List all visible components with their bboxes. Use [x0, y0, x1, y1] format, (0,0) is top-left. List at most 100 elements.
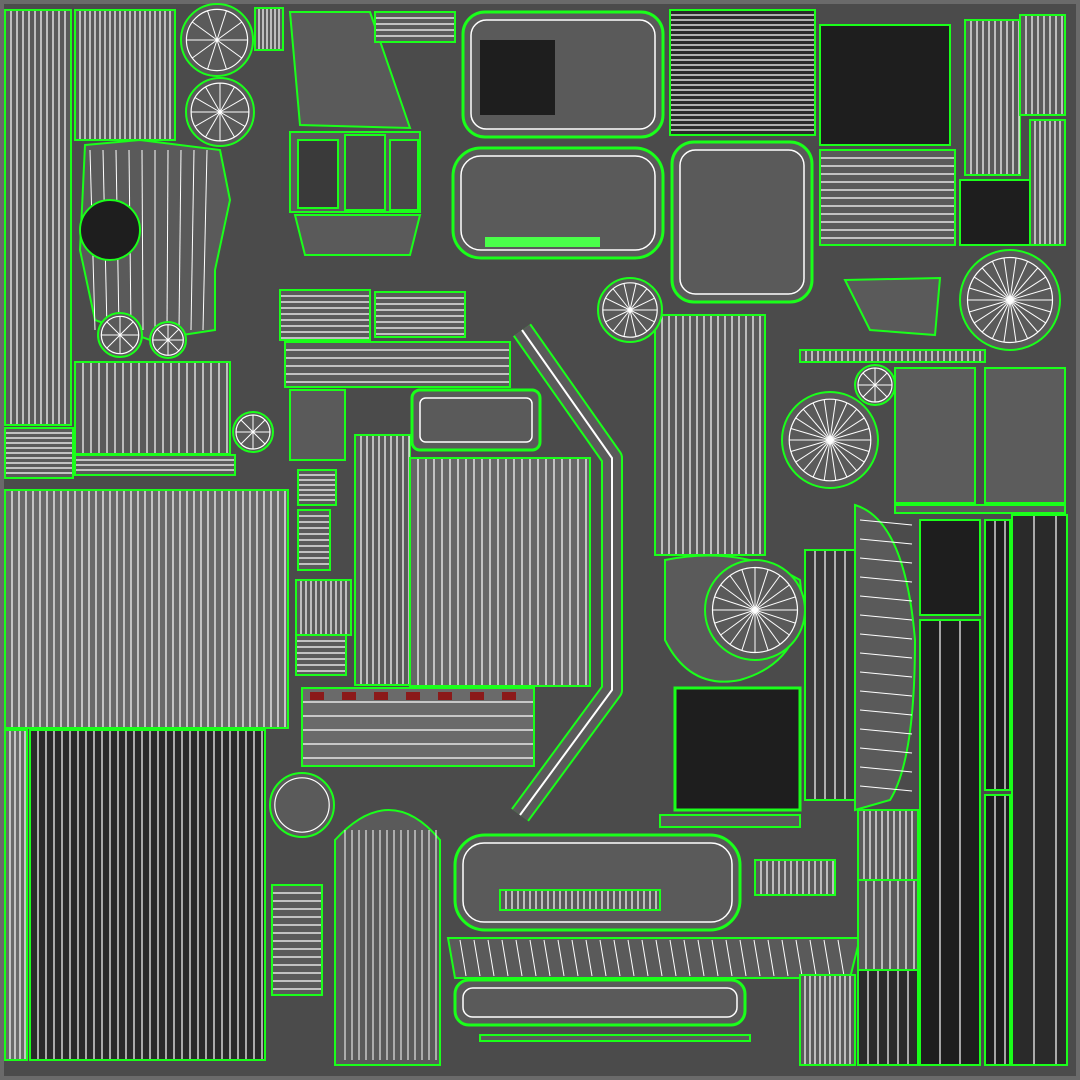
uv-edge	[697, 939, 705, 977]
uv-edge	[629, 309, 648, 332]
uv-edge	[585, 939, 593, 977]
uv-edge	[729, 575, 756, 611]
uv-edge	[754, 584, 790, 611]
uv-edge	[205, 111, 221, 138]
uv-edge	[829, 417, 865, 441]
uv-edge	[859, 690, 913, 697]
uv-edge	[119, 321, 134, 336]
uv-edge	[802, 408, 831, 441]
uv-edge	[1009, 287, 1051, 301]
uv-edge	[191, 21, 218, 41]
uv-edge	[829, 439, 865, 463]
uv-edge	[1009, 276, 1047, 301]
uv-island	[409, 457, 591, 687]
uv-edge	[207, 10, 218, 41]
uv-edge	[191, 39, 218, 59]
uv-island	[1019, 14, 1066, 116]
uv-red-mark	[502, 692, 516, 700]
uv-edge	[1009, 257, 1017, 301]
uv-edge	[274, 777, 330, 833]
uv-edge	[240, 419, 254, 433]
uv-edge	[790, 428, 831, 441]
uv-island	[446, 937, 862, 979]
uv-edge	[812, 439, 831, 478]
uv-edge	[711, 939, 719, 977]
uv-edge	[156, 339, 169, 352]
uv-edge	[216, 39, 227, 70]
uv-island	[659, 814, 801, 828]
uv-island	[984, 794, 1011, 1066]
uv-edge	[859, 709, 913, 716]
uv-island	[301, 687, 535, 767]
uv-edge	[473, 939, 481, 977]
uv-edge	[859, 557, 913, 564]
uv-circle-island	[79, 199, 141, 261]
uv-edge	[859, 633, 913, 640]
uv-edge	[1009, 267, 1039, 301]
uv-edge	[829, 399, 837, 441]
uv-edge	[973, 299, 1011, 324]
uv-rounded-island	[453, 978, 747, 1027]
uv-edge	[969, 299, 1011, 313]
uv-edge	[1009, 299, 1029, 339]
uv-edge	[859, 652, 913, 659]
uv-island	[295, 579, 352, 636]
uv-island	[843, 276, 942, 337]
uv-edge	[859, 614, 913, 621]
uv-edge	[487, 939, 495, 977]
uv-edge	[720, 609, 756, 636]
uv-island	[297, 469, 337, 506]
uv-edge	[859, 519, 913, 526]
uv-edge	[829, 439, 848, 478]
uv-edge	[655, 939, 663, 977]
uv-island	[344, 134, 386, 211]
uv-edge	[823, 399, 831, 441]
uv-island	[297, 139, 339, 209]
uv-edge	[557, 939, 565, 977]
uv-edge	[829, 439, 870, 452]
uv-edge	[1009, 299, 1017, 343]
uv-island	[254, 7, 284, 51]
uv-edge	[470, 19, 656, 130]
uv-edge	[629, 288, 648, 311]
uv-edge	[683, 939, 691, 977]
uv-edge	[837, 939, 845, 977]
uv-dark-region	[480, 40, 555, 115]
uv-edge	[519, 329, 613, 816]
uv-edge	[605, 297, 631, 311]
uv-edge	[515, 939, 523, 977]
uv-edge	[829, 402, 848, 441]
uv-island	[479, 1034, 751, 1042]
uv-edge	[754, 609, 796, 624]
uv-rounded-island	[670, 140, 814, 304]
uv-edge	[741, 569, 756, 611]
uv-edge	[969, 287, 1011, 301]
uv-edge	[859, 538, 913, 545]
uv-edge	[529, 939, 537, 977]
uv-island	[295, 634, 347, 676]
uv-edge	[859, 785, 913, 792]
uv-edge	[767, 939, 775, 977]
uv-island	[284, 341, 511, 388]
uv-edge	[795, 439, 831, 463]
uv-edge	[216, 39, 243, 59]
uv-edge	[623, 283, 631, 311]
uv-edge	[190, 149, 195, 331]
uv-edge	[205, 86, 221, 113]
uv-island	[754, 859, 836, 896]
uv-edge	[460, 155, 656, 251]
uv-edge	[194, 97, 221, 113]
uv-islands	[4, 3, 1068, 1066]
uv-edge	[167, 328, 180, 341]
uv-island	[374, 11, 456, 43]
uv-edge	[599, 939, 607, 977]
uv-edge	[207, 39, 218, 70]
uv-island	[894, 504, 1066, 514]
uv-edge	[874, 372, 888, 386]
uv-edge	[419, 397, 533, 443]
uv-red-mark	[406, 692, 420, 700]
uv-edge	[739, 939, 747, 977]
uv-island	[4, 729, 28, 1061]
uv-edge	[501, 939, 509, 977]
uv-edge	[106, 334, 121, 349]
